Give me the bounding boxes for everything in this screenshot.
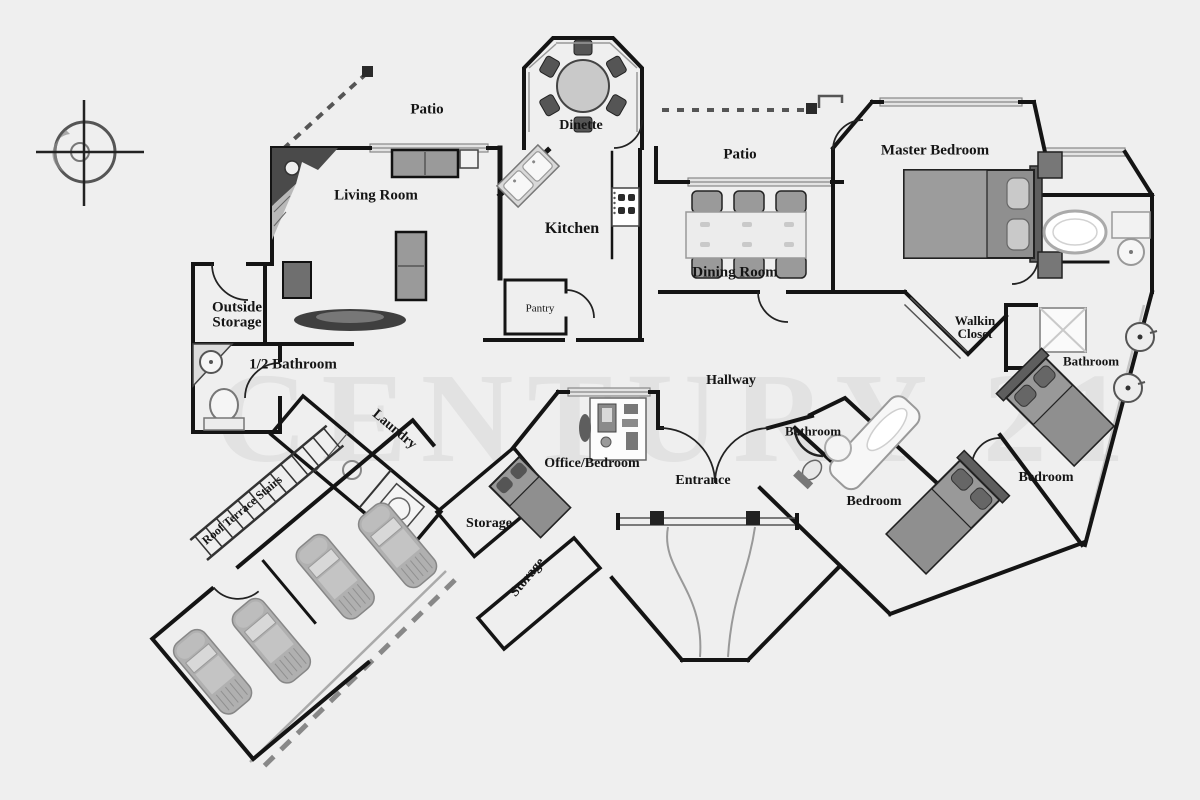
compass-icon xyxy=(36,100,144,206)
dinette-table xyxy=(528,39,638,133)
dining-chair xyxy=(733,190,765,214)
car xyxy=(172,628,253,715)
room-label-bedroom-middle: Bedroom xyxy=(846,493,902,509)
yard-fixture xyxy=(342,460,362,480)
room-label-kitchen: Kitchen xyxy=(544,219,600,237)
master-bed xyxy=(903,165,1043,263)
hall-bathroom-fixtures xyxy=(793,395,921,491)
vanity-counter xyxy=(1111,211,1151,239)
room-label-outside-storage: Outside Storage xyxy=(211,299,262,331)
car xyxy=(357,502,438,589)
kitchen-sink xyxy=(495,143,561,209)
nightstand xyxy=(1037,251,1063,279)
room-label-hallway: Hallway xyxy=(706,372,756,388)
bathtub xyxy=(1042,209,1108,255)
pillow xyxy=(970,487,993,510)
pillow xyxy=(1014,384,1037,407)
pillow xyxy=(1006,218,1030,251)
pillow xyxy=(496,476,513,494)
room-label-patio-right: Patio xyxy=(723,146,757,163)
dining-chair xyxy=(775,255,807,279)
dining-table xyxy=(685,211,807,259)
room-label-dinette: Dinette xyxy=(559,117,603,133)
room-label-bathroom-master: Bathroom xyxy=(1062,353,1120,369)
master-bathroom-fixtures xyxy=(1039,209,1158,403)
stove xyxy=(611,187,640,227)
side-table xyxy=(459,149,479,169)
room-label-bedroom-right: Bedroom xyxy=(1018,469,1074,485)
room-label-half-bathroom: 1/2 Bathroom xyxy=(249,356,337,373)
fireplace xyxy=(272,148,338,240)
tv-cabinet xyxy=(282,261,312,299)
room-label-walkin-closet: Walkin Closet xyxy=(954,312,996,341)
pillow xyxy=(1006,177,1030,210)
dining-chair xyxy=(691,190,723,214)
half-bathroom-fixtures xyxy=(192,343,245,431)
car xyxy=(231,597,312,684)
roof-terrace-stairs xyxy=(189,424,345,561)
porch-column xyxy=(746,511,760,525)
room-label-entrance: Entrance xyxy=(675,472,731,488)
office-desk xyxy=(579,397,647,461)
dashed-boundary-lines xyxy=(249,66,844,774)
dining-chair xyxy=(775,190,807,214)
sink xyxy=(824,434,852,462)
living-room-furniture xyxy=(282,148,479,331)
room-label-dining-room: Dining Room xyxy=(692,264,778,281)
room-label-storage-upper: Storage xyxy=(466,515,512,531)
porch-edge xyxy=(616,511,799,658)
porch-column xyxy=(650,511,664,525)
car xyxy=(295,533,375,620)
right-bedroom-bed xyxy=(995,347,1116,468)
nightstand xyxy=(1037,151,1063,179)
desk-chair xyxy=(579,414,591,442)
pillow xyxy=(1033,365,1056,388)
room-label-bathroom-hall: Bathroom xyxy=(784,423,842,439)
room-label-master-bedroom: Master Bedroom xyxy=(880,142,990,159)
middle-bedroom-bed xyxy=(885,449,1011,575)
pillow xyxy=(510,462,527,480)
room-label-pantry: Pantry xyxy=(525,302,555,315)
dining-table-set xyxy=(685,190,807,279)
room-label-patio-left: Patio xyxy=(410,101,444,118)
office-bed xyxy=(488,455,572,539)
room-label-office-bedroom: Office/Bedroom xyxy=(544,455,640,471)
walkway-path xyxy=(666,526,702,658)
laundry-room xyxy=(268,393,444,553)
room-label-living-room: Living Room xyxy=(334,187,418,204)
pillow xyxy=(950,468,974,491)
walkway-path xyxy=(727,526,756,658)
toilet xyxy=(209,388,239,422)
carport xyxy=(149,417,438,762)
